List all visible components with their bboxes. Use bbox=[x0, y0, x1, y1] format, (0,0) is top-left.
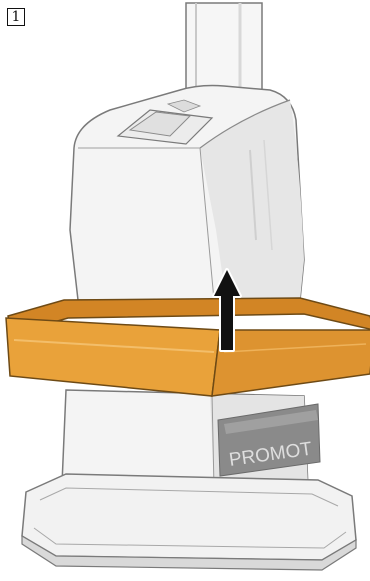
device-head bbox=[70, 86, 304, 301]
device-base bbox=[22, 474, 356, 570]
orange-ring bbox=[6, 298, 370, 396]
top-shaft bbox=[186, 3, 262, 96]
